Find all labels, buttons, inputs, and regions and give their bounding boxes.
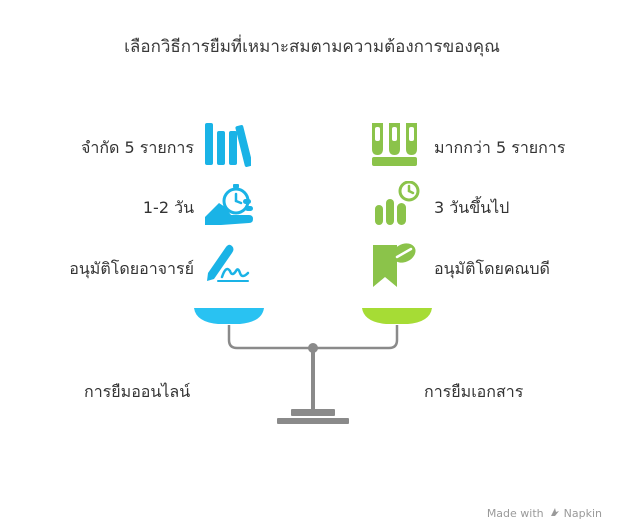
left-item-label-2: 1-2 วัน: [142, 198, 194, 217]
right-item-label-2: 3 วันขึ้นไป: [434, 198, 510, 217]
left-item-label-1: จำกัด 5 รายการ: [80, 138, 194, 157]
right-pan: [362, 308, 432, 324]
watermark-made-with: Made with: [486, 507, 544, 520]
scale-pivot: [308, 343, 318, 353]
left-pan: [194, 308, 264, 324]
watermark-brand: Napkin: [563, 507, 602, 520]
diagram-title: เลือกวิธีการยืมที่เหมาะสมตามความต้องการข…: [124, 37, 500, 57]
right-item-label-1: มากกว่า 5 รายการ: [434, 138, 566, 157]
approval-bookmark-icon: [373, 243, 416, 287]
document-rack-icon: [372, 123, 417, 166]
clock-hand-icon: [375, 181, 420, 225]
signature-pen-icon: [207, 244, 250, 282]
right-caption: การยืมเอกสาร: [424, 382, 524, 401]
scale-base-top: [291, 409, 335, 416]
napkin-logo-icon: [550, 507, 560, 520]
books-icon: [205, 123, 251, 167]
scale-base: [277, 418, 349, 424]
stopwatch-hand-icon: [205, 184, 253, 225]
right-item-label-3: อนุมัติโดยคณบดี: [434, 259, 550, 278]
left-caption: การยืมออนไลน์: [84, 382, 191, 401]
left-item-label-3: อนุมัติโดยอาจารย์: [69, 259, 194, 278]
watermark: Made with Napkin: [487, 507, 602, 520]
